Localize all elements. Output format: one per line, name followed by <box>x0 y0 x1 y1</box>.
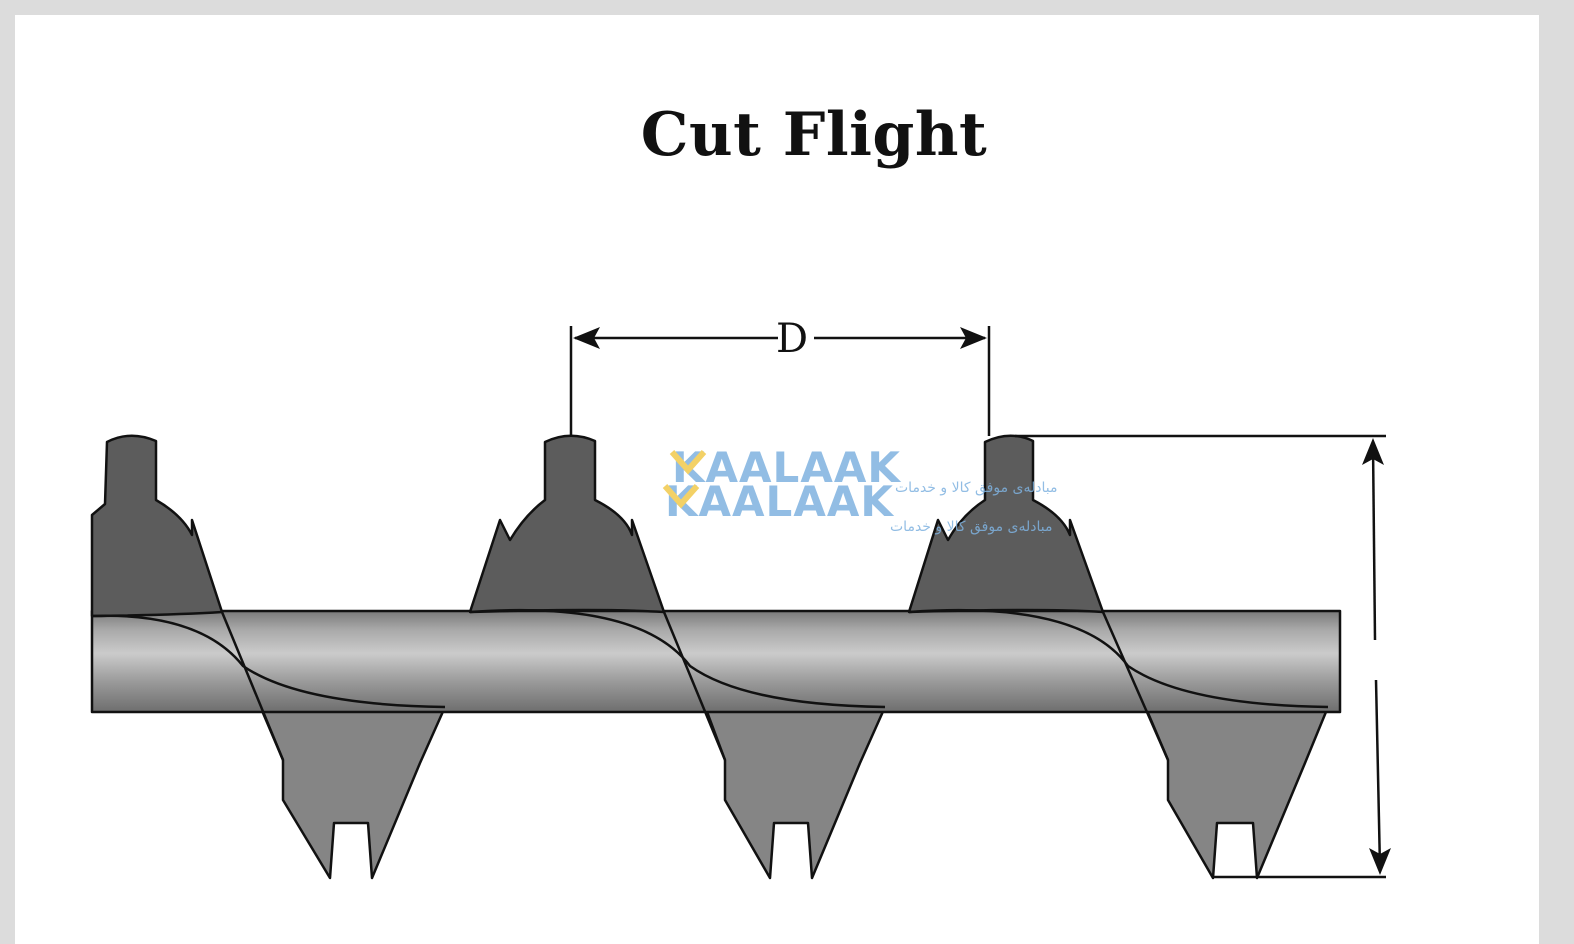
diameter-dimension-line <box>1374 679 1382 869</box>
flight-upper-segment-1 <box>90 434 224 618</box>
arrow-down-icon <box>1369 848 1391 875</box>
blade-edge <box>662 611 727 761</box>
blade-edge <box>220 611 285 761</box>
pitch-label: D <box>776 316 808 362</box>
diagram-title: Cut Flight <box>640 100 988 170</box>
arrow-left-icon <box>573 327 600 349</box>
svg-text:KAALAAK: KAALAAK <box>672 443 901 492</box>
helix-curve <box>469 608 886 709</box>
flight-upper-segment-2 <box>468 434 666 614</box>
arrow-up-icon <box>1362 438 1384 465</box>
svg-text:KAALAAK: KAALAAK <box>665 477 894 526</box>
arrow-right-icon <box>960 327 987 349</box>
shaft <box>90 609 1342 714</box>
blade-edge <box>1101 611 1170 761</box>
svg-text:مبادله‌ی موفق کالا و خدمات: مبادله‌ی موفق کالا و خدمات <box>890 519 1052 535</box>
flight-upper-segment-3 <box>907 434 1105 614</box>
svg-text:مبادله‌ی موفق کالا و خدمات: مبادله‌ی موفق کالا و خدمات <box>895 480 1057 496</box>
diameter-dimension-line <box>1371 444 1377 641</box>
watermark-logo: KAALAAK KAALAAK مبادله‌ی موفق کالا و خدم… <box>662 443 1057 535</box>
